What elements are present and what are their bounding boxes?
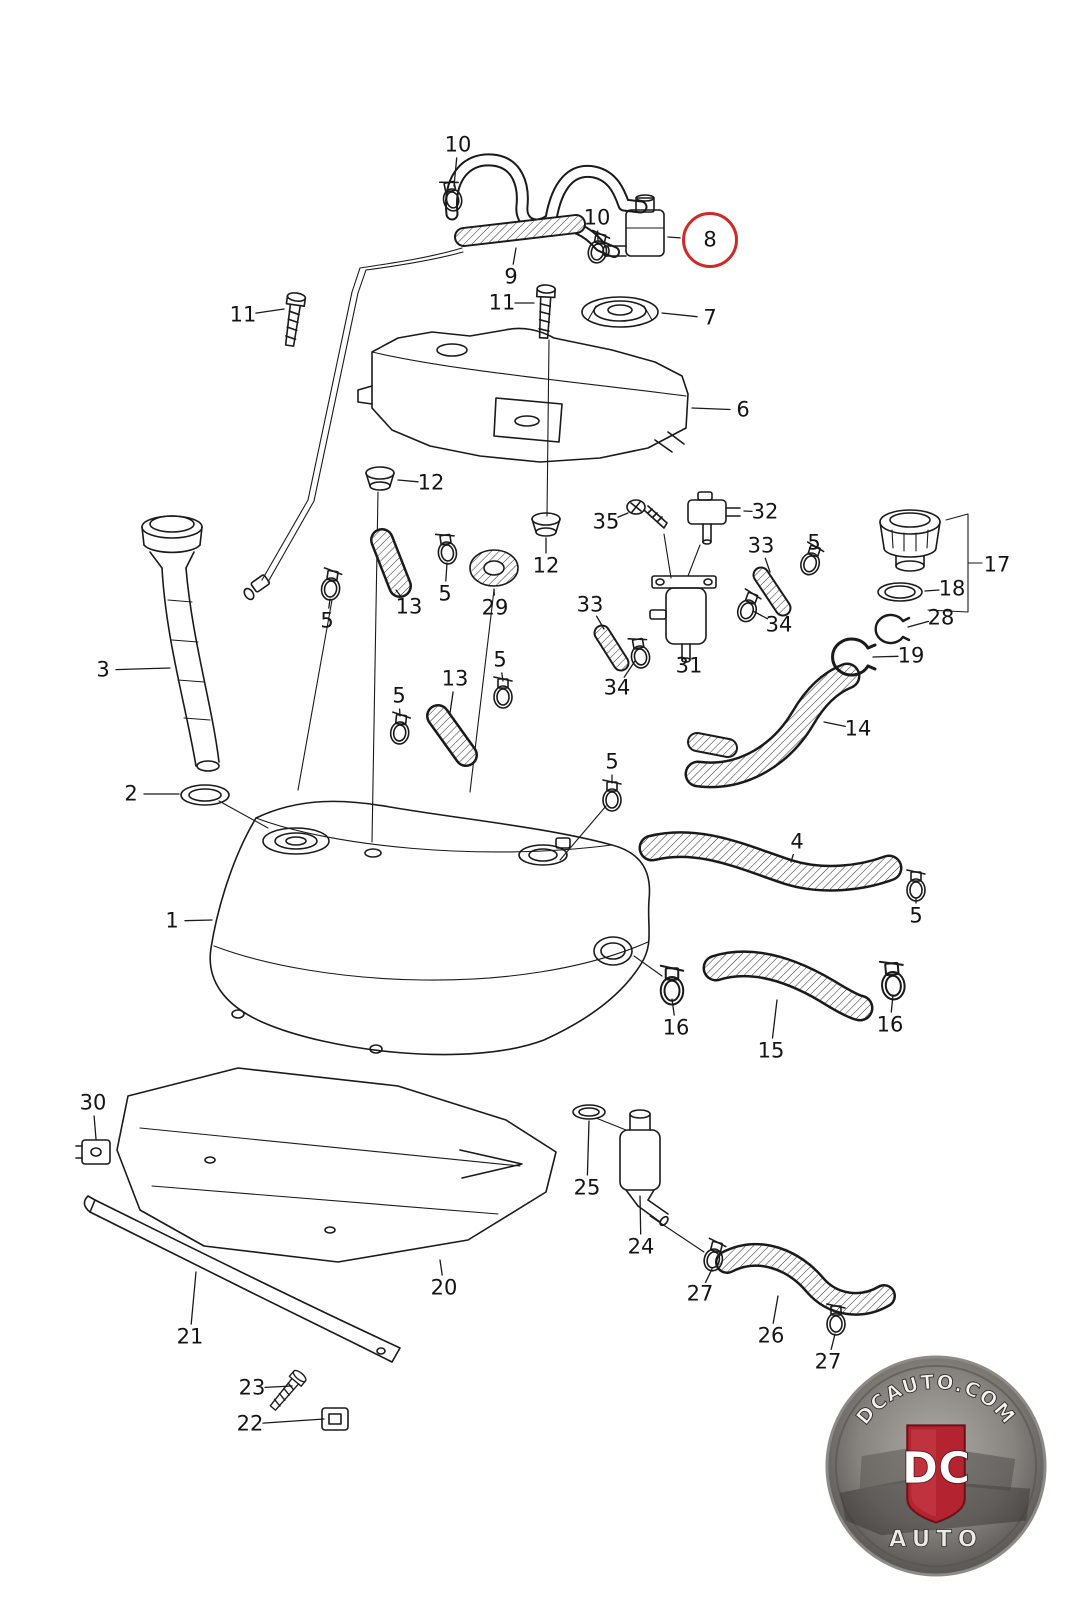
assembly-line — [546, 339, 550, 517]
part-filler-neck — [141, 515, 220, 772]
part-clip — [321, 1407, 349, 1431]
leader-line-25 — [586, 1120, 590, 1176]
clamp-icon — [434, 531, 459, 566]
clamp-icon — [906, 869, 926, 902]
part-heat-shield — [116, 1067, 557, 1263]
leader-line-26 — [772, 1295, 779, 1324]
clamp-icon — [388, 711, 412, 746]
leader-line-16 — [671, 998, 675, 1016]
part-vent-hose-assembly — [438, 160, 641, 266]
leader-line-9 — [512, 247, 517, 265]
leader-line-23 — [264, 1385, 293, 1389]
leader-line-27 — [830, 1333, 836, 1351]
logo-sub-text: AUTO — [889, 1526, 983, 1552]
assembly-line — [633, 955, 663, 977]
part-hose-4 — [602, 779, 926, 902]
screw-icon — [626, 499, 668, 529]
leader-line-5 — [501, 672, 504, 682]
assembly-line — [559, 805, 607, 861]
part-circlip — [874, 613, 911, 645]
leader-line-24 — [639, 1195, 642, 1235]
clamp-icon — [878, 958, 907, 1002]
diagram-line-art — [75, 157, 983, 1431]
clamp-icon — [319, 567, 344, 602]
leader-line-27 — [704, 1268, 713, 1283]
part-vent-valve-lower — [572, 1104, 669, 1227]
part-hose-33b — [733, 541, 826, 626]
leader-line-21 — [190, 1271, 197, 1325]
part-seal-ring — [180, 784, 269, 829]
clamp-icon — [493, 676, 513, 709]
part-fuel-cap — [879, 509, 983, 613]
assembly-line — [297, 599, 333, 791]
leader-line-6 — [691, 407, 731, 411]
part-vent-valve — [602, 194, 665, 257]
part-hose-15 — [659, 958, 907, 1008]
part-tank-strap — [83, 1195, 401, 1363]
leader-line-5 — [328, 598, 331, 609]
leader-line-19 — [872, 655, 899, 658]
grommet-icon — [365, 466, 395, 491]
part-snap-ring — [831, 637, 877, 677]
leader-line-33 — [595, 615, 605, 630]
clamp-icon — [797, 541, 826, 578]
part-valve-32 — [687, 491, 741, 545]
leader-line-13 — [449, 691, 454, 714]
leader-line-14 — [823, 721, 846, 728]
leader-line-16 — [890, 994, 894, 1013]
part-hose-33 — [602, 633, 653, 671]
leader-lines — [93, 157, 940, 1424]
leader-line-5 — [445, 562, 448, 582]
leader-line-10 — [453, 157, 458, 187]
dcauto-logo: DCAUTO.COM DC AUTO — [825, 1355, 1047, 1577]
leader-line-30 — [93, 1115, 97, 1140]
part-hose-14 — [697, 676, 847, 775]
leader-line-35 — [617, 512, 629, 518]
leader-line-33 — [764, 557, 771, 573]
part-retainer-clip — [75, 1139, 111, 1165]
leader-line-4 — [790, 853, 794, 863]
clamp-icon — [733, 588, 764, 626]
leader-line-34 — [752, 610, 769, 620]
grommet-icon — [531, 512, 561, 537]
leader-line-12 — [397, 479, 419, 483]
part-hose-26 — [649, 1215, 884, 1336]
part-hose-13b — [388, 676, 513, 755]
part-seal-grommet — [581, 296, 659, 328]
bolt-icon — [266, 1367, 309, 1414]
part-rubber-ring — [469, 549, 519, 587]
bolt-icon — [279, 291, 307, 348]
leader-line-1 — [184, 919, 213, 922]
leader-line-22 — [262, 1418, 325, 1424]
part-hose-13 — [319, 531, 459, 602]
part-fuel-tank — [209, 800, 651, 1056]
leader-line-3 — [115, 667, 171, 671]
leader-line-28 — [907, 620, 930, 628]
leader-line-11 — [255, 308, 285, 314]
leader-line-7 — [661, 312, 698, 318]
logo-monogram: DC — [902, 1444, 970, 1494]
part-valve-31 — [649, 533, 717, 663]
leader-line-20 — [439, 1259, 443, 1276]
part-cap-seal — [877, 582, 923, 602]
leader-line-8 — [667, 236, 681, 239]
leader-line-34 — [623, 660, 636, 678]
part-expansion-tank — [357, 327, 689, 463]
leader-line-13 — [395, 589, 402, 598]
leader-line-18 — [924, 589, 940, 592]
clamp-icon — [627, 634, 653, 671]
leader-line-15 — [771, 999, 778, 1039]
part-vent-pipe — [243, 247, 464, 601]
